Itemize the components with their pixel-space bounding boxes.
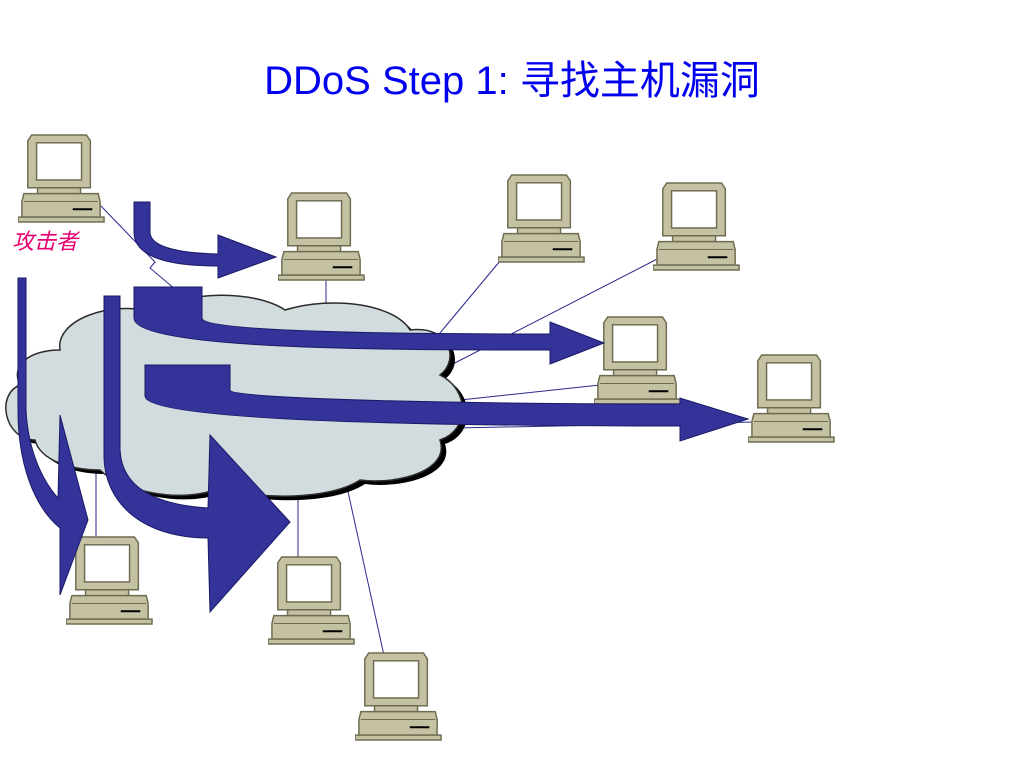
computer-icon [66,535,154,625]
computer-icon [18,133,106,223]
computer-icon [355,651,443,741]
computer-icon [594,315,682,405]
link-pc-bottom-right [344,477,386,661]
scan-arrow-icon [133,201,278,279]
scan-arrow-icon [17,277,89,596]
computer-icon [498,173,586,263]
computer-icon [653,181,741,271]
scan-arrow-icon [144,364,750,442]
link-pc-right-middle [459,384,601,401]
link-pc-top-right-a [429,254,506,346]
computer-icon [268,555,356,645]
scan-arrow-icon [133,286,606,365]
computer-icon [748,353,836,443]
slide-title: DDoS Step 1: 寻找主机漏洞 [264,59,760,103]
computer-icon [278,191,366,281]
attacker-link [99,204,183,296]
scan-arrow-icon [103,295,291,614]
attacker-label: 攻击者 [12,230,79,255]
